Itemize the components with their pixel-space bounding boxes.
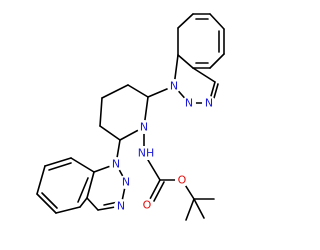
atom-nh: NH xyxy=(135,146,157,160)
atom-label-o-carbonyl: O xyxy=(143,199,152,212)
atom-label-n-bt2-n3: N xyxy=(117,200,125,213)
atom-label-n-bt1-n1: N xyxy=(170,80,178,93)
lower-benzene-ring xyxy=(36,157,95,214)
atom-label-o-ester: O xyxy=(178,174,187,187)
atom-o-ester: O xyxy=(175,173,189,187)
atom-label-n-bt2-n2: N xyxy=(122,176,130,189)
atom-label-n-ring: N xyxy=(140,121,148,134)
atom-label-nh: NH xyxy=(138,147,155,160)
atom-n-ring: N xyxy=(137,120,151,134)
molecule-svg: N N N N N N N NH O O xyxy=(36,13,225,221)
atom-n-bt2-n2: N xyxy=(119,175,133,189)
atom-o-carbonyl: O xyxy=(140,198,154,212)
atom-n-bt1-n1: N xyxy=(167,79,181,93)
atom-label-n-bt1-n3: N xyxy=(205,97,213,110)
atom-label-n-bt1-n2: N xyxy=(185,97,193,110)
piperidine-ring xyxy=(99,84,175,141)
upper-benzene-ring xyxy=(177,13,225,69)
atom-n-bt1-n2: N xyxy=(182,96,196,110)
boc-carbamate-group xyxy=(147,159,215,221)
structure-drawing: N N N N N N N NH O O xyxy=(36,13,225,221)
atom-n-bt1-n3: N xyxy=(202,96,216,110)
atom-label-n-bt2-n1: N xyxy=(112,158,120,171)
atom-n-bt2-n1: N xyxy=(109,157,123,171)
atom-n-bt2-n3: N xyxy=(114,199,128,213)
